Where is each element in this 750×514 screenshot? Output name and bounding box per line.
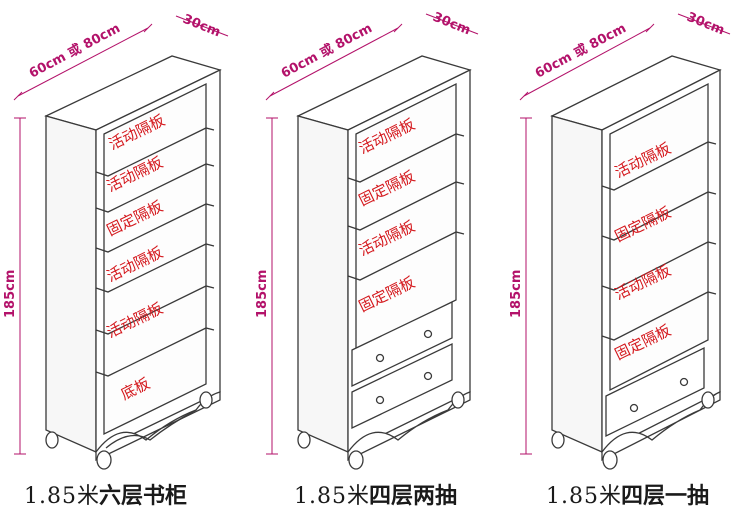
caption-cabinet-1: 1.85米六层书柜 (24, 478, 187, 510)
cabinet-1 (44, 55, 222, 470)
caption-size: 1.85 (24, 484, 77, 509)
caption-size: 1.85 (294, 484, 347, 509)
height-label-3: 185cm (509, 270, 524, 318)
caption-name: 四层一抽 (621, 484, 710, 509)
caption-cabinet-2: 1.85米四层两抽 (294, 478, 457, 510)
cabinet-2 (296, 55, 472, 470)
caption-unit: 米 (76, 484, 99, 509)
width-label-2: 60cm 或 80cm (278, 20, 374, 81)
dimension-lines (13, 13, 731, 455)
caption-name: 四层两抽 (369, 484, 458, 509)
caption-unit: 米 (598, 484, 621, 509)
depth-label-2: 30cm (431, 10, 473, 39)
caption-size: 1.85 (546, 484, 599, 509)
caption-unit: 米 (346, 484, 369, 509)
caption-cabinet-3: 1.85米四层一抽 (546, 478, 709, 510)
height-label-2: 185cm (255, 270, 270, 318)
width-label-1: 60cm 或 80cm (26, 20, 122, 81)
caption-name: 六层书柜 (99, 484, 188, 509)
cabinet-3 (550, 55, 722, 470)
depth-label-3: 30cm (685, 10, 727, 39)
width-label-3: 60cm 或 80cm (532, 20, 628, 81)
height-label-1: 185cm (3, 270, 18, 318)
depth-label-1: 30cm (181, 12, 223, 41)
